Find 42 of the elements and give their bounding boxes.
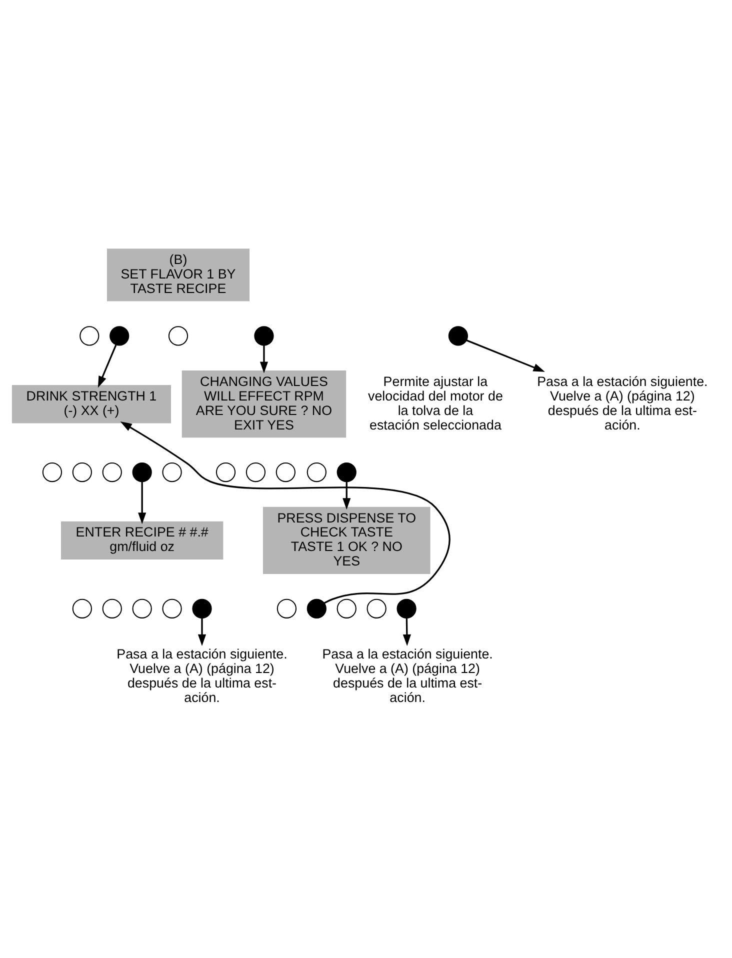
node-circle (306, 462, 326, 482)
arrow (120, 420, 450, 604)
node-circle (132, 462, 152, 482)
node-circle (276, 462, 296, 482)
node-circle (102, 462, 122, 482)
node-text: Pasa a la estación siguiente. Vuelve a (A) (página 12) después de la ultima est- ación. (537, 373, 708, 432)
node-circle (162, 462, 182, 482)
node-circle (110, 326, 130, 346)
arrow (260, 344, 268, 373)
node-circle (72, 462, 92, 482)
node-circle (72, 598, 92, 618)
arrow (98, 344, 117, 388)
node-circle (336, 462, 356, 482)
node-circle (42, 462, 62, 482)
node-circle (336, 598, 356, 618)
node-circle (306, 598, 326, 618)
node-circle (192, 598, 212, 618)
node-box: CHANGING VALUES WILL EFFECT RPM ARE YOU SURE ? NO EXIT YES (182, 370, 346, 438)
arrow (402, 618, 411, 646)
node-box: (B) SET FLAVOR 1 BY TASTE RECIPE (106, 248, 250, 301)
node-circle (168, 326, 188, 346)
node-circle (162, 598, 182, 618)
node-circle (396, 598, 416, 618)
node-box: ENTER RECIPE # #.# gm/fluid oz (61, 520, 224, 560)
node-circle (132, 598, 152, 618)
arrow (466, 339, 545, 372)
node-circle (216, 462, 236, 482)
node-circle (366, 598, 386, 618)
arrow (138, 481, 146, 524)
node-box: DRINK STRENGTH 1 (-) XX (+) (12, 384, 172, 423)
node-circle (246, 462, 266, 482)
node-box: PRESS DISPENSE TO CHECK TASTE TASTE 1 OK ? NO YES (262, 506, 430, 574)
arrow (342, 481, 351, 510)
node-circle (80, 326, 100, 346)
node-circle (448, 326, 468, 346)
node-circle (276, 598, 297, 618)
node-circle (102, 598, 122, 618)
node-circle (254, 326, 274, 346)
node-text: Pasa a la estación siguiente. Vuelve a (A) (página 12) después de la ultima est- ación. (322, 646, 493, 705)
arrow (198, 618, 206, 646)
node-text: Pasa a la estación siguiente. Vuelve a (A) (página 12) después de la ultima est- ación. (116, 646, 288, 705)
label: Permite ajustar la velocidad del motor de la tolva de la estación seleccionada (368, 373, 503, 432)
